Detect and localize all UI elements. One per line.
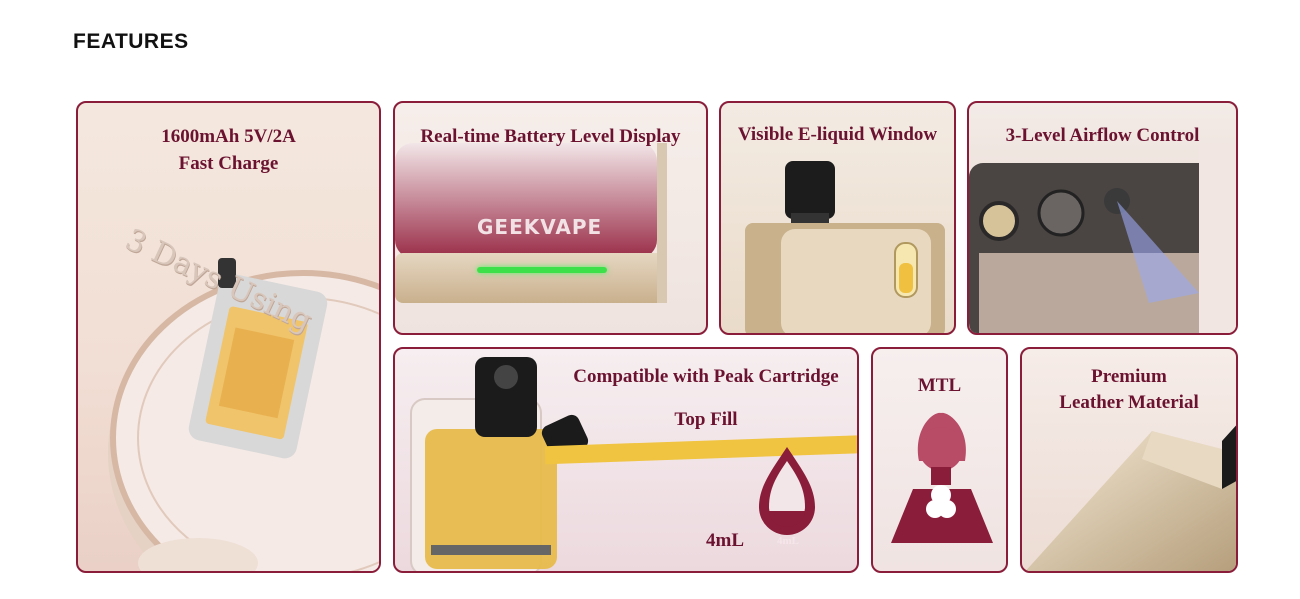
feature-card-eliquid-window: Visible E-liquid Window bbox=[719, 101, 956, 335]
feature-card-cartridge: Compatible with Peak Cartridge Top Fill … bbox=[393, 347, 859, 573]
eliquid-window-title: Visible E-liquid Window bbox=[737, 124, 938, 145]
airflow-illustration bbox=[969, 143, 1236, 333]
feature-card-battery-display: Real-time Battery Level Display GEEKVAPE bbox=[393, 101, 708, 335]
cartridge-title: Compatible with Peak Cartridge bbox=[573, 366, 839, 387]
battery-display-title: Real-time Battery Level Display bbox=[420, 126, 681, 147]
brand-logo-text: GEEKVAPE bbox=[477, 215, 603, 239]
feature-card-fast-charge: 1600mAh 5V/2A Fast Charge 3 Days Using bbox=[76, 101, 381, 573]
device-display-illustration bbox=[395, 143, 667, 303]
airflow-title: 3-Level Airflow Control bbox=[1005, 125, 1200, 146]
feature-card-airflow-control: 3-Level Airflow Control bbox=[967, 101, 1238, 335]
cartridge-illustration bbox=[410, 357, 857, 571]
leather-device-illustration bbox=[1025, 425, 1236, 571]
section-title: FEATURES bbox=[73, 30, 189, 53]
fast-charge-line2: Fast Charge bbox=[178, 153, 279, 174]
drop-capacity-label: 4mL bbox=[777, 535, 799, 547]
cartridge-subtitle: Top Fill bbox=[674, 409, 738, 430]
coin-device-illustration bbox=[108, 258, 379, 571]
leather-line2: Leather Material bbox=[1059, 392, 1199, 413]
mtl-person-icon bbox=[891, 412, 993, 543]
device-window-illustration bbox=[745, 161, 945, 333]
cartridge-capacity: 4mL bbox=[706, 530, 744, 551]
feature-card-mtl: MTL bbox=[871, 347, 1008, 573]
feature-card-leather: Premium Leather Material bbox=[1020, 347, 1238, 573]
leather-line1: Premium bbox=[1091, 366, 1167, 387]
battery-level-indicator bbox=[477, 267, 607, 273]
mtl-title: MTL bbox=[917, 375, 962, 396]
fast-charge-line1: 1600mAh 5V/2A bbox=[161, 126, 296, 147]
